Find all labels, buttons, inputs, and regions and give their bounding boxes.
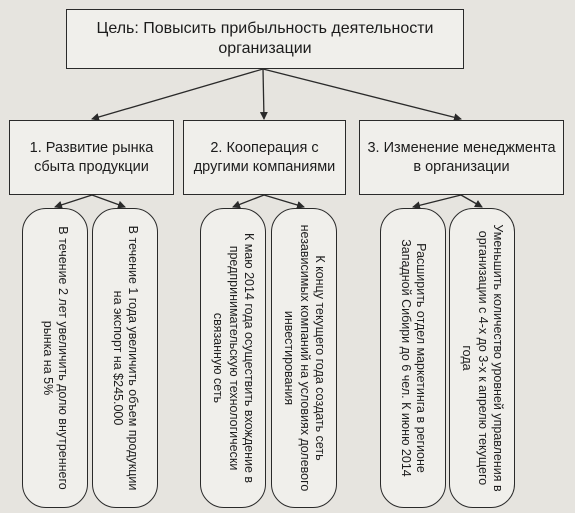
task-box-2: В течение 1 года увеличить объем продукц… (92, 208, 158, 508)
goal-box: Цель: Повысить прибыльность деятельности… (66, 9, 464, 69)
arrow-goal-to-direction-2 (259, 68, 268, 120)
arrow-direction-2-to-task-4 (263, 194, 305, 209)
direction-box-3: 3. Изменение менеджмента в организации (359, 120, 564, 195)
task-1-text: В течение 2 лет увеличить долю внутренне… (41, 226, 71, 490)
task-2-text: В течение 1 года увеличить объем продукц… (111, 225, 141, 491)
task-4-text: К концу текущего года создать сеть незав… (282, 224, 327, 492)
direction-3-text: 3. Изменение менеджмента в организации (367, 140, 556, 175)
task-3-text: К маю 2014 года осуществить вхождение в … (211, 232, 256, 484)
task-6-text: Уменьшить количество уровней управления … (460, 224, 505, 492)
task-5-text: Расширить отдел маркетинга в регионе Зап… (399, 239, 429, 477)
goal-text: Цель: Повысить прибыльность деятельности… (96, 20, 434, 57)
task-box-1: В течение 2 лет увеличить долю внутренне… (22, 208, 88, 508)
direction-box-1: 1. Развитие рынка сбыта продукции (9, 120, 174, 195)
task-box-3: К маю 2014 года осуществить вхождение в … (200, 208, 266, 508)
arrow-goal-to-direction-3 (262, 68, 462, 122)
arrow-direction-1-to-task-1 (54, 194, 93, 209)
arrow-direction-3-to-task-6 (460, 194, 483, 208)
direction-box-2: 2. Кооперация с другими компаниями (183, 120, 346, 195)
task-box-5: Расширить отдел маркетинга в регионе Зап… (380, 208, 446, 508)
direction-2-text: 2. Кооперация с другими компаниями (193, 140, 336, 175)
task-box-4: К концу текущего года создать сеть незав… (271, 208, 337, 508)
direction-1-text: 1. Развитие рынка сбыта продукции (29, 140, 154, 175)
arrow-direction-2-to-task-3 (232, 194, 265, 209)
task-box-6: Уменьшить количество уровней управления … (449, 208, 515, 508)
arrow-direction-3-to-task-5 (412, 194, 462, 210)
arrow-goal-to-direction-1 (91, 68, 264, 121)
arrow-direction-1-to-task-2 (91, 194, 126, 209)
